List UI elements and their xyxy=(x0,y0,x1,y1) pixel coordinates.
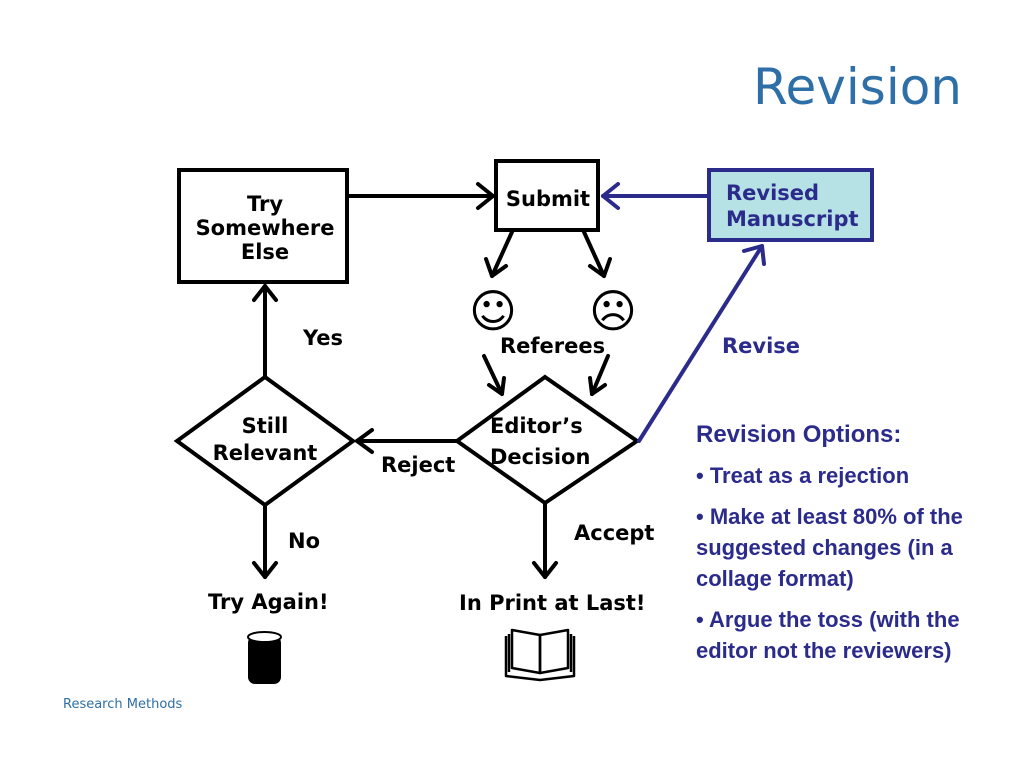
arrow-referees-to-editor-right xyxy=(590,354,610,396)
try-somewhere-else-line-1: Try xyxy=(246,192,284,216)
arrow-reject-head xyxy=(355,428,374,454)
frowny-face-icon: ☹ xyxy=(589,284,637,338)
submit-label: Submit xyxy=(505,187,591,211)
try-somewhere-else-box xyxy=(177,168,349,284)
arrow-yes-head xyxy=(252,284,278,302)
arrow-submit-to-happy-head xyxy=(484,257,508,278)
editors-decision-line-1: Editor’s xyxy=(490,414,583,438)
open-book-icon xyxy=(504,628,576,682)
arrow-referees-to-editor-left-head xyxy=(487,376,506,396)
arrow-submit-to-sad-head xyxy=(588,257,612,278)
referees-label: Referees xyxy=(500,334,606,358)
arrow-revise xyxy=(637,244,764,443)
trash-can-icon xyxy=(247,631,282,684)
still-relevant-line-2: Relevant xyxy=(212,441,318,465)
arrow-accept-head xyxy=(532,561,558,579)
revision-option-item: • Argue the toss (with the editor not th… xyxy=(696,607,960,664)
revised-manuscript-line-1: Revised xyxy=(726,181,820,205)
revise-label: Revise xyxy=(722,334,801,358)
arrow-submit-to-sad xyxy=(582,230,606,278)
revision-option-item: • Treat as a rejection xyxy=(696,463,910,489)
in-print-label: In Print at Last! xyxy=(459,591,646,615)
arrow-to-submit-head xyxy=(476,182,495,210)
arrow-referees-to-editor-left xyxy=(482,354,504,396)
revised-manuscript-box xyxy=(707,168,874,242)
yes-label: Yes xyxy=(303,326,344,350)
smiley-face-icon: ☺ xyxy=(469,284,517,338)
accept-label: Accept xyxy=(574,521,655,545)
still-relevant-line-1: Still xyxy=(241,414,289,438)
editors-decision-label: Editor’s Decision xyxy=(490,411,615,473)
revision-options: Revision Options: • Treat as a rejection… xyxy=(696,421,976,676)
arrow-referees-to-editor-right-head xyxy=(588,376,607,396)
try-somewhere-else-line-3: Else xyxy=(240,240,290,264)
footer-text: Research Methods xyxy=(63,697,183,712)
reject-label: Reject xyxy=(381,453,456,477)
slide-title: Revision xyxy=(753,58,962,116)
no-label: No xyxy=(288,529,321,553)
try-again-label: Try Again! xyxy=(208,590,329,614)
try-somewhere-else-line-2: Somewhere xyxy=(195,216,335,240)
revised-manuscript-line-2: Manuscript xyxy=(726,207,859,231)
revision-options-heading: Revision Options: xyxy=(696,421,902,448)
revision-option-item: • Make at least 80% of the suggested cha… xyxy=(696,504,963,592)
revised-manuscript-label: Revised Manuscript xyxy=(726,180,871,232)
try-somewhere-else-label: Try Somewhere Else xyxy=(181,192,349,264)
still-relevant-label: Still Relevant xyxy=(205,413,325,467)
arrow-revise-head xyxy=(742,244,766,266)
arrow-submit-to-happy xyxy=(490,230,514,278)
arrow-revised-to-submit-head xyxy=(601,182,620,210)
arrow-no-head xyxy=(252,561,278,579)
editors-decision-line-2: Decision xyxy=(490,445,591,469)
submit-box xyxy=(494,159,600,232)
